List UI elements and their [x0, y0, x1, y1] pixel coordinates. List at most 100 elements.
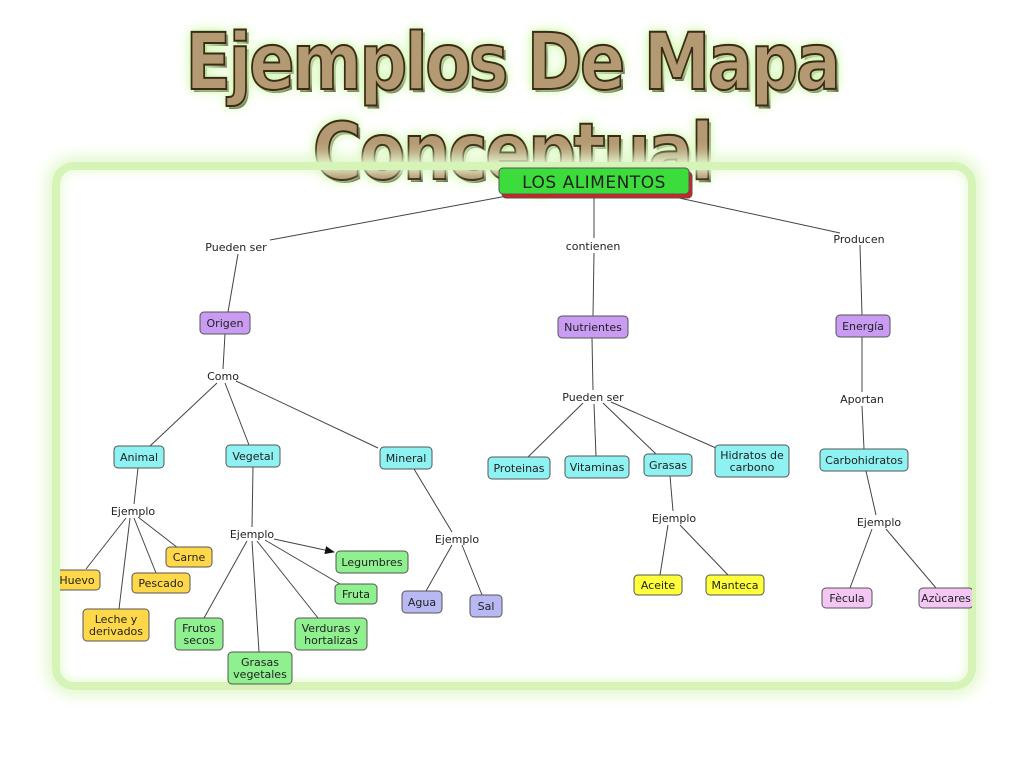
node-label: Aceite [641, 579, 676, 592]
node-box [227, 651, 293, 685]
link-label-producen: Producen [833, 233, 884, 246]
node-energia: Energía [835, 314, 891, 338]
node-box [131, 572, 191, 594]
link-label-como: Como [207, 370, 239, 383]
concept-link [669, 475, 674, 512]
node-label: Pescado [138, 577, 184, 590]
node-label: Carne [173, 551, 206, 564]
concept-link [273, 538, 335, 555]
node-label: Grasas [241, 656, 279, 669]
node-grasas: Grasas [643, 453, 693, 477]
node-label: carbono [730, 461, 775, 474]
node-label: Legumbres [341, 556, 402, 569]
node-box [643, 453, 693, 477]
concept-link [264, 539, 341, 585]
concept-link [118, 517, 131, 610]
link-label-aportan: Aportan [840, 393, 884, 406]
concept-link [859, 244, 863, 316]
node-proteinas: Proteinas [487, 456, 551, 480]
node-label: Energía [842, 320, 884, 333]
node-box [82, 608, 150, 642]
concept-link [133, 517, 157, 574]
node-box [714, 444, 790, 478]
node-label: Grasas [649, 459, 687, 472]
concept-link [251, 540, 260, 653]
node-sal: Sal [469, 594, 503, 618]
node-label: Fruta [342, 588, 370, 601]
node-pescado: Pescado [131, 572, 191, 594]
node-label: Huevo [59, 574, 95, 587]
concept-link [222, 333, 226, 370]
node-azucares: Azùcares [918, 587, 972, 609]
concept-nodes: LOS ALIMENTOS Origen Nutrientes EnergíaAnim… [59, 167, 972, 685]
node-nutrientes: Nutrientes [557, 315, 629, 339]
node-label: Vegetal [232, 450, 273, 463]
concept-link [592, 252, 595, 317]
node-label: Verduras y [302, 622, 361, 635]
node-label: Hidratos de [720, 449, 784, 462]
concept-link [227, 253, 239, 313]
concept-link [669, 195, 841, 234]
node-box [335, 550, 409, 574]
node-vegetal: Vegetal [225, 444, 281, 468]
node-box [564, 455, 630, 479]
concept-link [593, 403, 597, 457]
node-box [469, 594, 503, 618]
node-box [557, 315, 629, 339]
node-carbohidratos: Carbohidratos [819, 448, 909, 472]
node-box [334, 583, 378, 605]
node-box [705, 574, 765, 596]
concept-link [861, 405, 865, 450]
root-node-label: LOS ALIMENTOS [522, 173, 666, 193]
concept-link [591, 337, 594, 391]
node-label: Nutrientes [564, 321, 622, 334]
node-label: hortalizas [304, 634, 358, 647]
concept-link [203, 540, 248, 619]
node-label: Animal [120, 451, 158, 464]
concept-link [425, 544, 453, 592]
node-fecula: Fècula [821, 587, 873, 609]
concept-link [85, 517, 127, 570]
node-box [225, 444, 281, 468]
node-label: Vitaminas [570, 461, 625, 474]
concept-link [527, 402, 584, 458]
node-box [835, 314, 891, 338]
node-label: Azùcares [921, 592, 971, 605]
node-box [918, 587, 972, 609]
concept-link [149, 382, 218, 447]
concept-link [602, 402, 657, 455]
node-box [174, 617, 224, 651]
node-box [165, 546, 213, 568]
node-label: Leche y [95, 613, 138, 626]
node-label: Mineral [386, 452, 427, 465]
node-label: Origen [207, 317, 244, 330]
concept-link [235, 380, 379, 449]
node-vitaminas: Vitaminas [564, 455, 630, 479]
node-huevo: Huevo [59, 569, 101, 591]
node-origen: Origen [199, 311, 251, 335]
node-label: Sal [478, 600, 495, 613]
concept-link [865, 470, 877, 516]
link-label-ejemplo-grasas: Ejemplo [652, 512, 697, 525]
concept-links [85, 195, 937, 653]
concept-link [610, 401, 717, 449]
node-box [487, 456, 551, 480]
node-legumbres: Legumbres [335, 550, 409, 574]
concept-link [269, 195, 508, 241]
concept-link [659, 524, 669, 576]
root-node-box [498, 167, 690, 195]
concept-link [224, 382, 250, 446]
node-box [60, 569, 101, 591]
concept-link [849, 528, 873, 589]
link-label-ejemplo-vegetal: Ejemplo [230, 528, 275, 541]
node-carne: Carne [165, 546, 213, 568]
link-label-ejemplo-carbo: Ejemplo [857, 516, 902, 529]
link-label-pueden-ser-2: Pueden ser [562, 391, 624, 404]
node-box [113, 445, 165, 469]
node-root: LOS ALIMENTOS [498, 167, 693, 199]
link-label-ejemplo-mineral: Ejemplo [435, 533, 480, 546]
